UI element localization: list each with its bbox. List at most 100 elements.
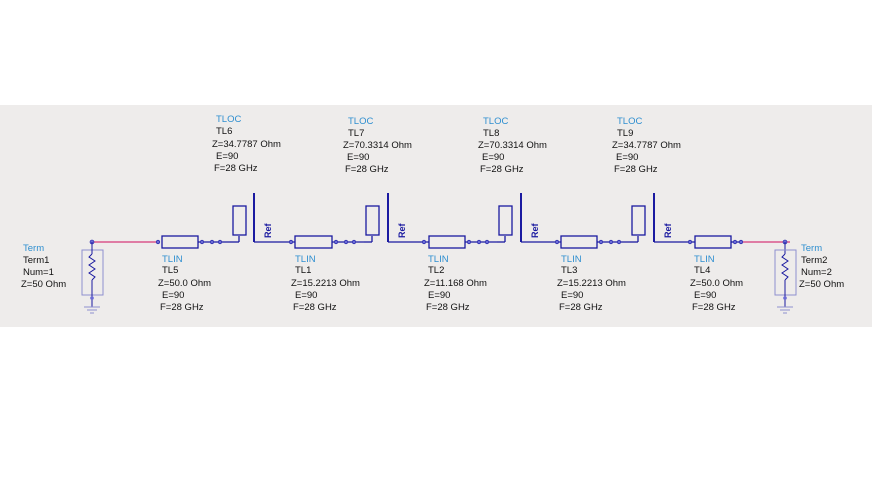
pin (554, 239, 560, 245)
term-name: Term2 (801, 255, 827, 266)
tlin-electrical-length: E=90 (295, 290, 317, 301)
ground-icon (777, 306, 793, 314)
tlin-frequency: F=28 GHz (426, 302, 470, 313)
pin (484, 239, 490, 245)
connection-pins (155, 239, 744, 245)
tloc-type: TLOC (617, 116, 642, 127)
tlin-body (294, 235, 333, 249)
tloc-name: TL9 (617, 128, 633, 139)
tlin-name: TL3 (561, 265, 577, 276)
tlin-type: TLIN (561, 254, 582, 265)
term-name: Term1 (23, 255, 49, 266)
tloc-type: TLOC (483, 116, 508, 127)
stub-body (498, 205, 513, 236)
pin (209, 239, 215, 245)
term-type: Term (23, 243, 44, 254)
tloc-electrical-length: E=90 (482, 152, 504, 163)
stub-body (631, 205, 646, 236)
pin (738, 239, 744, 245)
tlin-frequency: F=28 GHz (160, 302, 204, 313)
tlin-type: TLIN (694, 254, 715, 265)
term-number: Num=2 (801, 267, 832, 278)
term-term2[interactable]: Term Term2 Num=2 Z=50 Ohm (774, 239, 844, 314)
term-term1[interactable]: Term Term1 Num=1 Z=50 Ohm (21, 239, 104, 314)
tloc-type: TLOC (348, 116, 373, 127)
tloc-name: TL8 (483, 128, 499, 139)
tloc-impedance: Z=70.3314 Ohm (343, 140, 412, 151)
resistor-icon (88, 253, 96, 281)
tlin-electrical-length: E=90 (561, 290, 583, 301)
tloc-frequency: F=28 GHz (614, 164, 658, 175)
pin (732, 239, 738, 245)
ref-label: Ref (397, 222, 407, 238)
tlin-name: TL5 (162, 265, 178, 276)
pin (687, 239, 693, 245)
ground-node (783, 296, 787, 300)
pin (466, 239, 472, 245)
term-number: Num=1 (23, 267, 54, 278)
pin (608, 239, 614, 245)
tlin-name: TL1 (295, 265, 311, 276)
pin (199, 239, 205, 245)
tloc-frequency: F=28 GHz (480, 164, 524, 175)
stub-body (232, 205, 247, 236)
tloc-impedance: Z=34.7787 Ohm (612, 140, 681, 151)
tloc-type: TLOC (216, 114, 241, 125)
tlin-electrical-length: E=90 (694, 290, 716, 301)
tloc-tl9[interactable]: Ref TLOC TL9 Z=34.7787 Ohm E=90 F=28 GHz (612, 116, 681, 243)
pin (333, 239, 339, 245)
tloc-name: TL6 (216, 126, 232, 137)
tlin-tl4[interactable]: TLIN TL4 Z=50.0 Ohm E=90 F=28 GHz (690, 235, 743, 313)
tlin-impedance: Z=15.2213 Ohm (557, 278, 626, 289)
tlin-type: TLIN (162, 254, 183, 265)
tlin-name: TL2 (428, 265, 444, 276)
tloc-frequency: F=28 GHz (345, 164, 389, 175)
pin (343, 239, 349, 245)
tlin-tl2[interactable]: TLIN TL2 Z=11.168 Ohm E=90 F=28 GHz (424, 235, 487, 313)
ref-label: Ref (263, 222, 273, 238)
term-type: Term (801, 243, 822, 254)
tlin-name: TL4 (694, 265, 710, 276)
tloc-electrical-length: E=90 (216, 151, 238, 162)
ground-node (90, 296, 94, 300)
tlin-tl1[interactable]: TLIN TL1 Z=15.2213 Ohm E=90 F=28 GHz (291, 235, 360, 313)
pin (288, 239, 294, 245)
tloc-electrical-length: E=90 (616, 152, 638, 163)
pin (351, 239, 357, 245)
tloc-electrical-length: E=90 (347, 152, 369, 163)
tlin-body (161, 235, 199, 249)
tlin-impedance: Z=50.0 Ohm (158, 278, 211, 289)
pin (476, 239, 482, 245)
tlin-electrical-length: E=90 (428, 290, 450, 301)
tlin-impedance: Z=15.2213 Ohm (291, 278, 360, 289)
tlin-impedance: Z=11.168 Ohm (424, 278, 487, 289)
tlin-body (428, 235, 466, 249)
tlin-frequency: F=28 GHz (293, 302, 337, 313)
tlin-tl5[interactable]: TLIN TL5 Z=50.0 Ohm E=90 F=28 GHz (158, 235, 211, 313)
tloc-tl7[interactable]: Ref TLOC TL7 Z=70.3314 Ohm E=90 F=28 GHz (343, 116, 412, 243)
ref-label: Ref (530, 222, 540, 238)
ref-label: Ref (663, 222, 673, 238)
tloc-tl8[interactable]: Ref TLOC TL8 Z=70.3314 Ohm E=90 F=28 GHz (478, 116, 547, 243)
ground-icon (84, 306, 100, 314)
schematic-band (0, 105, 872, 327)
tlin-frequency: F=28 GHz (692, 302, 736, 313)
term-impedance: Z=50 Ohm (799, 279, 844, 290)
tlin-type: TLIN (295, 254, 316, 265)
pin (155, 239, 161, 245)
tlin-body (560, 235, 598, 249)
pin (616, 239, 622, 245)
tloc-tl6[interactable]: Ref TLOC TL6 Z=34.7787 Ohm E=90 F=28 GHz (212, 114, 281, 243)
tlin-electrical-length: E=90 (162, 290, 184, 301)
tloc-impedance: Z=34.7787 Ohm (212, 139, 281, 150)
tloc-name: TL7 (348, 128, 364, 139)
tloc-frequency: F=28 GHz (214, 163, 258, 174)
tlin-type: TLIN (428, 254, 449, 265)
pin (421, 239, 427, 245)
pin (598, 239, 604, 245)
stub-body (365, 205, 380, 236)
tlin-impedance: Z=50.0 Ohm (690, 278, 743, 289)
tlin-tl3[interactable]: TLIN TL3 Z=15.2213 Ohm E=90 F=28 GHz (557, 235, 626, 313)
term-impedance: Z=50 Ohm (21, 279, 66, 290)
